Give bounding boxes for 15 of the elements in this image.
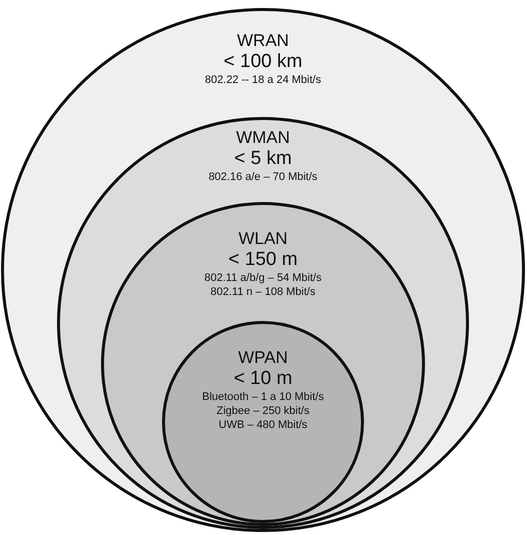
data-rate-label: 802.11 a/b/g – 54 Mbit/s bbox=[204, 271, 322, 285]
range-label: < 150 m bbox=[228, 249, 298, 271]
data-rate-label: 802.22 -- 18 a 24 Mbit/s bbox=[204, 73, 322, 87]
range-label: < 100 km bbox=[224, 51, 302, 73]
network-type-label: WMAN bbox=[236, 128, 290, 148]
data-rate-label: UWB – 480 Mbit/s bbox=[218, 418, 308, 432]
range-label: < 10 m bbox=[234, 368, 292, 390]
network-type-label: WLAN bbox=[238, 229, 288, 249]
data-rate-label: Bluetooth – 1 a 10 Mbit/s bbox=[202, 390, 324, 404]
range-label: < 5 km bbox=[234, 148, 292, 170]
data-rate-label: Zigbee – 250 kbit/s bbox=[216, 404, 310, 418]
data-rate-label: 802.11 n – 108 Mbit/s bbox=[210, 285, 316, 299]
data-rate-label: 802.16 a/e – 70 Mbit/s bbox=[208, 170, 318, 184]
network-type-label: WPAN bbox=[238, 348, 288, 368]
network-type-label: WRAN bbox=[237, 31, 289, 51]
